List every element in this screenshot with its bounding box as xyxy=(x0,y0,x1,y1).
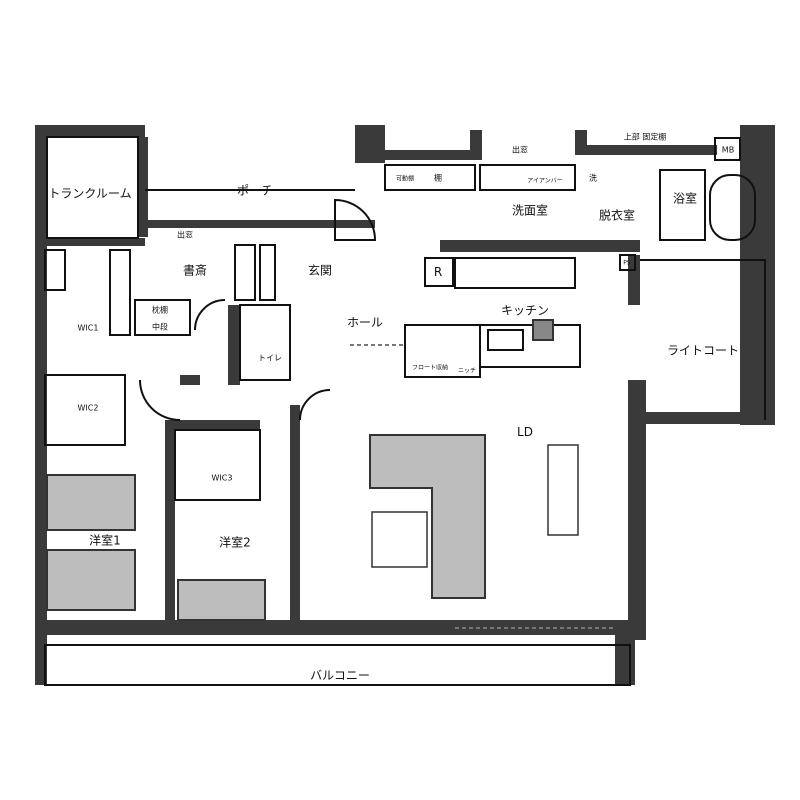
float-storage-label: フロート収納 xyxy=(411,364,449,372)
room-bathroom: 浴室 xyxy=(672,191,698,206)
room-toilet: トイレ xyxy=(258,353,282,363)
bed-3 xyxy=(177,579,266,621)
bay-window-1: 出窓 xyxy=(177,230,193,240)
room-washroom: 洗面室 xyxy=(511,203,549,218)
dining-table xyxy=(547,444,579,536)
low-table xyxy=(371,511,428,568)
middle-shelf-label: 中段 xyxy=(152,322,168,332)
sliding-doors xyxy=(350,344,615,629)
room-wic2: WIC2 xyxy=(77,403,99,413)
room-wic3: WIC3 xyxy=(211,473,233,483)
ps-label: PS xyxy=(623,259,631,267)
washer-label: 洗 xyxy=(589,173,597,183)
fridge-label: R xyxy=(433,265,443,279)
furniture xyxy=(46,319,554,621)
room-western-2: 洋室2 xyxy=(219,535,251,550)
bed-1 xyxy=(46,474,136,531)
movable-shelf-label: 可動棚 xyxy=(395,175,415,183)
room-ld: LD xyxy=(517,425,533,439)
shelf-label: 棚 xyxy=(434,173,442,183)
dining-set xyxy=(371,444,579,568)
interior-lines xyxy=(44,136,766,686)
mb-label: MB xyxy=(721,145,735,155)
walls xyxy=(35,125,775,685)
room-study: 書斎 xyxy=(182,263,208,278)
upper-fixed-shelf-label: 上部 固定棚 xyxy=(623,132,667,142)
room-light-court: ライトコート xyxy=(666,343,740,358)
room-trunk-room: トランクルーム xyxy=(48,186,132,201)
bay-window-2: 出窓 xyxy=(512,145,528,155)
room-hall: ホール xyxy=(346,315,384,330)
iron-bar-label: アイアンバー xyxy=(527,177,563,185)
room-dressing: 脱衣室 xyxy=(598,208,636,223)
room-western-1: 洋室1 xyxy=(89,533,121,548)
pillow-shelf-label: 枕棚 xyxy=(152,305,168,315)
room-balcony: バルコニー xyxy=(310,668,370,683)
room-kitchen: キッチン xyxy=(500,303,550,318)
niche-label: ニッチ xyxy=(457,367,477,375)
room-entrance: 玄関 xyxy=(307,263,333,278)
room-wic1: WIC1 xyxy=(77,323,99,333)
sofa xyxy=(369,434,486,599)
bed-2 xyxy=(46,549,136,611)
room-porch: ポーチ xyxy=(236,183,274,198)
